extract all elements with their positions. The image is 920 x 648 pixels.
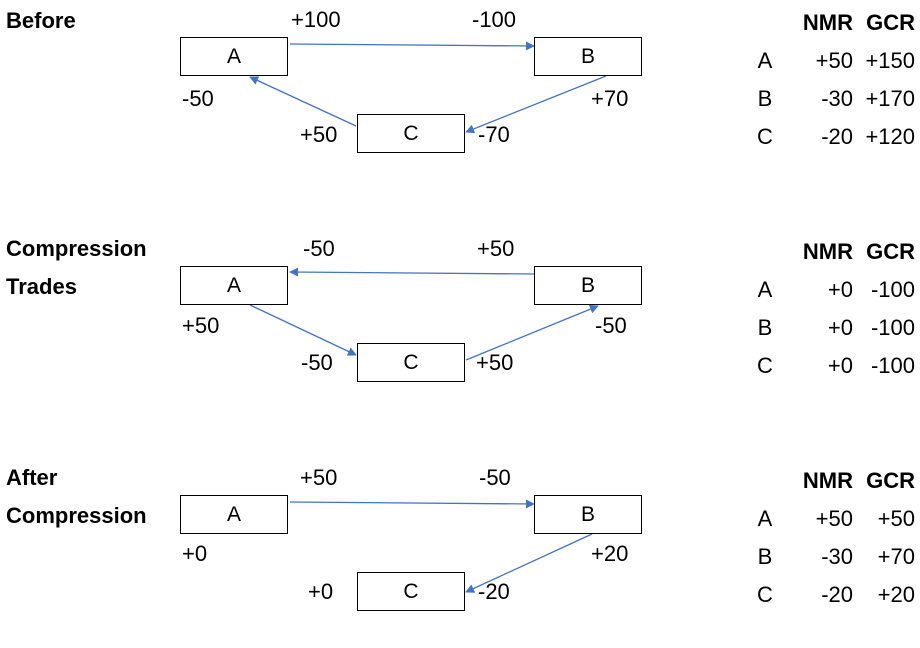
- label-ca-end: -50: [182, 86, 214, 111]
- label-bc-start: +20: [591, 541, 629, 566]
- row-nmr: -20: [821, 124, 853, 149]
- table-row: B -30 +170: [745, 80, 920, 118]
- row-node: A: [757, 506, 773, 531]
- table-header: NMR GCR: [745, 462, 920, 500]
- label-ca-start: +50: [300, 122, 338, 147]
- label-a-net: +0: [182, 541, 208, 566]
- panel-before: Before A B C +100 -100 -50 +70 +50 -70 N…: [0, 0, 920, 190]
- header-gcr: GCR: [866, 10, 915, 35]
- table-header: NMR GCR: [745, 4, 920, 42]
- panel-after-compression: After Compression A B C +50 -50 +0 +20 +…: [0, 458, 920, 648]
- panel-compression-trades: Compression Trades A B C -50 +50 +50 -50…: [0, 229, 920, 419]
- arrow-c-to-b: [465, 304, 599, 361]
- label-ab-end: -100: [472, 7, 517, 32]
- row-node: C: [757, 353, 773, 378]
- panel-title-line-1: Compression: [6, 236, 147, 261]
- label-ab-end: -50: [479, 465, 511, 490]
- row-nmr: +0: [827, 353, 853, 378]
- arrow-b-to-a: [289, 267, 535, 277]
- row-gcr: +70: [877, 544, 915, 569]
- table-row: A +0 -100: [745, 271, 920, 309]
- row-node: A: [757, 277, 773, 302]
- label-bc-start: +70: [591, 86, 629, 111]
- row-gcr: -100: [870, 277, 915, 302]
- table-row: A +50 +50: [745, 500, 920, 538]
- header-nmr: NMR: [802, 10, 853, 35]
- row-nmr: -30: [821, 86, 853, 111]
- arrow-b-to-c: [465, 533, 593, 593]
- table-row: C -20 +120: [745, 118, 920, 156]
- table-row: A +50 +150: [745, 42, 920, 80]
- label-cb-end: -50: [595, 313, 627, 338]
- metrics-table: NMR GCR A +50 +50 B -30 +70 C -20 +20: [745, 462, 920, 614]
- arrow-a-to-b: [289, 499, 535, 509]
- row-gcr: -100: [870, 315, 915, 340]
- row-node: B: [757, 544, 773, 569]
- node-a: A: [180, 266, 288, 305]
- header-nmr: NMR: [802, 239, 853, 264]
- metrics-table: NMR GCR A +50 +150 B -30 +170 C -20 +120: [745, 4, 920, 156]
- table-row: C -20 +20: [745, 576, 920, 614]
- row-nmr: +0: [827, 277, 853, 302]
- label-ba-start: +50: [477, 236, 515, 261]
- node-b: B: [534, 266, 642, 305]
- label-ac-start: +50: [182, 313, 220, 338]
- row-nmr: +50: [815, 48, 853, 73]
- header-nmr: NMR: [802, 468, 853, 493]
- node-a: A: [180, 37, 288, 76]
- table-header: NMR GCR: [745, 233, 920, 271]
- label-c-net: +0: [308, 579, 334, 604]
- arrow-c-to-a: [249, 76, 357, 127]
- panel-title-line-2: Trades: [6, 274, 77, 299]
- row-nmr: +0: [827, 315, 853, 340]
- label-ba-end: -50: [303, 236, 335, 261]
- label-bc-end: -70: [478, 122, 510, 147]
- label-ab-start: +50: [300, 465, 338, 490]
- arrow-b-to-c: [465, 75, 607, 134]
- label-cb-start: +50: [476, 350, 514, 375]
- row-node: B: [757, 86, 773, 111]
- row-node: B: [757, 315, 773, 340]
- row-node: C: [757, 582, 773, 607]
- row-gcr: +50: [877, 506, 915, 531]
- flow-arrows: [249, 41, 607, 134]
- node-c: C: [357, 114, 465, 153]
- label-ab-start: +100: [291, 7, 341, 32]
- node-c: C: [357, 572, 465, 611]
- table-row: B +0 -100: [745, 309, 920, 347]
- panel-title-line-1: After: [6, 465, 58, 490]
- header-gcr: GCR: [866, 239, 915, 264]
- row-gcr: +20: [877, 582, 915, 607]
- arrow-a-to-b: [289, 41, 535, 51]
- row-nmr: -20: [821, 582, 853, 607]
- node-b: B: [534, 37, 642, 76]
- panel-title-line-2: Compression: [6, 503, 147, 528]
- label-ac-end: -50: [301, 350, 333, 375]
- row-node: A: [757, 48, 773, 73]
- header-gcr: GCR: [866, 468, 915, 493]
- label-bc-end: -20: [478, 579, 510, 604]
- flow-arrows: [289, 499, 593, 593]
- metrics-table: NMR GCR A +0 -100 B +0 -100 C +0 -100: [745, 233, 920, 385]
- table-row: B -30 +70: [745, 538, 920, 576]
- row-gcr: +150: [865, 48, 915, 73]
- row-nmr: +50: [815, 506, 853, 531]
- row-gcr: -100: [870, 353, 915, 378]
- panel-title-line-1: Before: [6, 8, 76, 33]
- arrow-a-to-c: [249, 304, 357, 356]
- node-c: C: [357, 343, 465, 382]
- table-row: C +0 -100: [745, 347, 920, 385]
- node-a: A: [180, 495, 288, 534]
- flow-arrows: [249, 267, 599, 361]
- row-node: C: [757, 124, 773, 149]
- row-nmr: -30: [821, 544, 853, 569]
- row-gcr: +120: [865, 124, 915, 149]
- node-b: B: [534, 495, 642, 534]
- row-gcr: +170: [865, 86, 915, 111]
